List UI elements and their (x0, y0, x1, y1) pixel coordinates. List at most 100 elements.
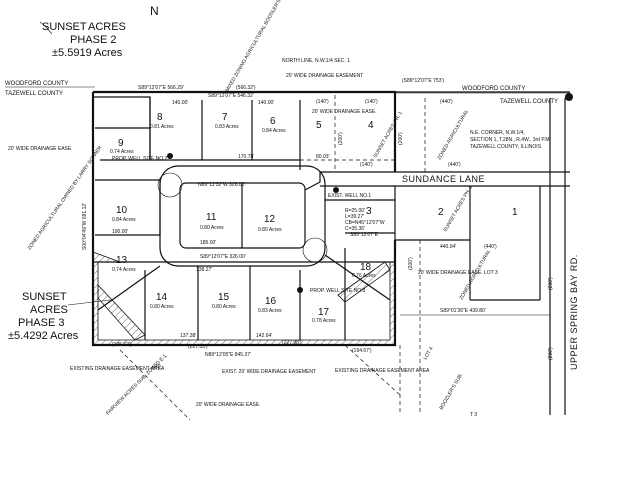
dim: (194.67') (352, 348, 372, 354)
lot-acres: 0.84 Acres (262, 128, 286, 134)
lot-acres: 0.74 Acres (112, 267, 136, 273)
lot-line (93, 96, 300, 161)
drain-mid-note: 20' WIDE DRAINAGE EASE. (312, 109, 377, 115)
dim: 190.00' (112, 229, 128, 235)
ne-corner-note: N.E. CORNER, N.W.1/4, (470, 130, 525, 136)
east-lot-lines (394, 186, 541, 301)
curve-data: CB=N45°12'07"W (345, 220, 385, 226)
lot-acres: 0.84 Acres (112, 217, 136, 223)
curve-data: R=25.00' (345, 208, 365, 214)
lot-number: 4 (368, 120, 374, 131)
woodford-east-label: WOODFORD COUNTY (462, 86, 525, 92)
dim: 185.00' (200, 240, 216, 246)
lot-acres: 0.83 Acres (258, 308, 282, 314)
phase2-line2: ACRES (88, 21, 126, 33)
dim: 137.38' (180, 333, 196, 339)
lot4-note: LOT 4 (423, 346, 435, 361)
loop-road-outer (159, 165, 326, 267)
lot-number: 12 (264, 214, 276, 225)
lot10-bottom-note: 10 (155, 364, 161, 370)
dim: 140.00' (258, 100, 274, 106)
bearing-west: S00°04'49"W 681.12' (82, 203, 88, 250)
bearing-top1b: (566.32') (236, 85, 256, 91)
well-marker-icon (333, 187, 339, 193)
dim: (227.53') (188, 344, 208, 350)
lot-number: 14 (156, 292, 168, 303)
well-marker-icon (297, 287, 303, 293)
bearing-east: S89°12'07"E (350, 232, 379, 238)
lot-number: 13 (116, 255, 128, 266)
dim: (440') (440, 99, 453, 105)
exist-left-note: EXISTING DRAINAGE EASEMENT AREA (70, 366, 165, 372)
dim: (227.98') (282, 340, 302, 346)
lot-acres: 0.80 Acres (212, 304, 236, 310)
dim: (200') (398, 132, 404, 145)
dim: (200') (338, 132, 344, 145)
bearing-bottom: N89°12'05"E 845.37' (205, 352, 251, 358)
fairview-note: FAIRVIEW ACRES SUB. ZONED E-1 (105, 353, 168, 416)
lot-number: 11 (206, 212, 217, 223)
phase3-line2: ACRES (30, 304, 68, 316)
lot-acres: 0.76 Acres (352, 273, 376, 279)
dim: (200') (548, 347, 554, 360)
phase2-line1: SUNSET (42, 21, 87, 33)
bearing-inner-top: N89°12'32"W 326.00' (198, 182, 245, 188)
bearing-lot2: S89°01'36"E 439.80' (440, 308, 486, 314)
tazewell-east-label: TAZEWELL COUNTY (500, 99, 558, 105)
t3-note: T 3 (470, 412, 477, 418)
phase2-leader (39, 21, 53, 35)
phase3-line3: PHASE 3 (18, 317, 64, 329)
sundance-lane-label: SUNDANCE LANE (402, 174, 485, 184)
drainage-hatch (92, 251, 121, 263)
lot-number: 15 (218, 292, 230, 303)
lot-line (325, 199, 395, 234)
drain-bot-note: EXIST. 20' WIDE DRAINAGE EASEMENT (222, 369, 316, 375)
dim: (140') (365, 99, 378, 105)
ne-corner-note: TAZEWELL COUNTY, ILLINOIS (470, 144, 542, 150)
lot-number: 9 (118, 138, 124, 149)
lot-acres: 0.78 Acres (312, 318, 336, 324)
lot-line (324, 254, 391, 301)
drain-left-note: 20' WIDE DRAINAGE EASE. (8, 146, 73, 152)
bearing-top2: S89°12'07"E 546.32' (208, 93, 254, 99)
drain-top-note: 20' WIDE DRAINAGE EASEMENT (286, 73, 363, 79)
well3-note: PROP. WELL SITE NO.3 (310, 288, 366, 294)
upper-spring-bay-label: UPPER SPRING BAY RD. (569, 254, 579, 370)
cul-de-sac-curve (157, 172, 183, 198)
lot-number: 8 (157, 112, 163, 123)
boozler-note: BOOZLER'S SUB. (439, 372, 465, 411)
road-connector (304, 172, 321, 191)
sunset-ph1b-note: SUNSET ACRES PH. 1 (443, 184, 475, 233)
lot-number: 7 (222, 112, 228, 123)
dim: (440') (484, 244, 497, 250)
well1-note: EXIST. WELL NO.1 (328, 193, 371, 199)
zoned-ag-note: ZONED AGRICULTURAL (437, 109, 471, 161)
lot-labels: 8 0.81 Acres 7 0.83 Acres 6 0.84 Acres 5… (110, 112, 518, 324)
dim: (195.12') (112, 342, 132, 348)
ne-corner-marker-icon (565, 93, 573, 101)
well-marker-icon (167, 153, 173, 159)
phase2-line3: PHASE 2 (70, 34, 116, 46)
cul-de-sac-curve (302, 237, 328, 263)
phase3-acres: ±5.4292 Acres (8, 330, 79, 342)
dim: (200') (408, 257, 414, 270)
phase3-line1: SUNSET (22, 291, 67, 303)
woodford-west-label: WOODFORD COUNTY (5, 81, 68, 87)
drainage-hatch-diagonal (97, 283, 146, 341)
dim: 140.00' (172, 100, 188, 106)
zoned-top-note: MIXED ZONING AGRICULTURAL BOOSLER'S SUBD… (225, 0, 300, 93)
lot-number: 16 (265, 296, 277, 307)
tazewell-west-label: TAZEWELL COUNTY (5, 91, 63, 97)
dim: (140') (316, 99, 329, 105)
lot-acres: 0.80 Acres (150, 304, 174, 310)
phase2-acres: ±5.5919 Acres (52, 47, 123, 59)
lot-acres: 0.81 Acres (150, 124, 174, 130)
lot-line (95, 179, 161, 236)
lot-number: 18 (360, 262, 372, 273)
lot-number: 3 (366, 206, 372, 217)
lot-number: 5 (316, 120, 322, 131)
dim: 138.27' (196, 267, 212, 273)
existing-easement-line (119, 344, 401, 421)
dim: 170.78' (238, 154, 254, 160)
